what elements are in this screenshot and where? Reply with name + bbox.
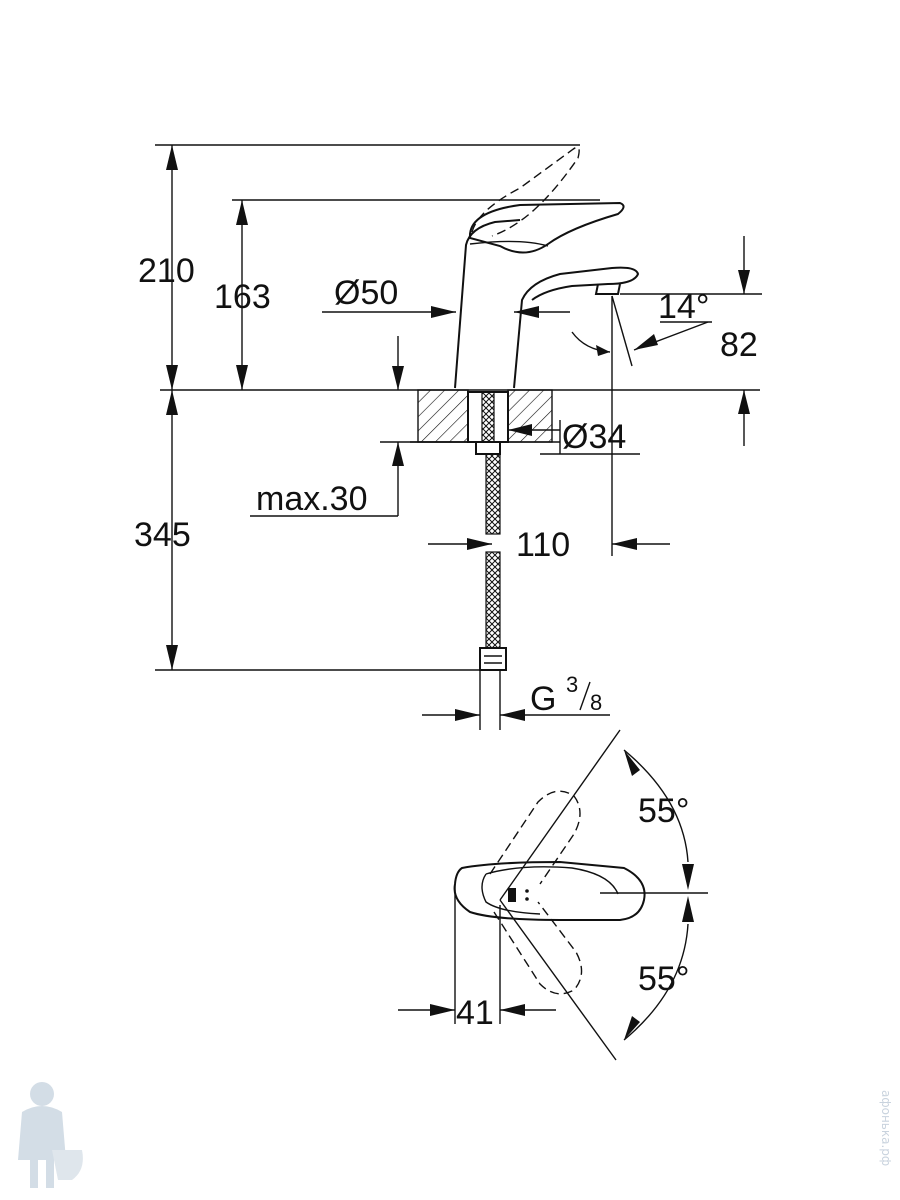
top-view: 55° 55° 41	[398, 729, 708, 1061]
label-lever-angle-bottom: 55°	[638, 960, 689, 998]
dim-connection-thread: G 3 8	[422, 672, 610, 721]
lever-rotated-down	[493, 901, 583, 995]
label-spout-reach: 110	[516, 526, 570, 564]
side-view: 210 163 Ø50 14°	[134, 144, 762, 730]
dim-height-spout: 163	[214, 199, 600, 390]
label-body-diameter: Ø50	[334, 274, 398, 312]
dim-lever-offset: 41	[398, 884, 556, 1032]
watermark-text: афонька.рф	[879, 1090, 893, 1166]
label-spout-clearance: 82	[720, 326, 758, 364]
label-hose-length: 345	[134, 516, 191, 554]
flexible-hose	[479, 453, 507, 730]
lever-raised-outline	[471, 146, 580, 237]
label-connection-prefix: G	[530, 680, 556, 718]
label-lever-offset: 41	[456, 994, 494, 1032]
dim-spout-reach: 110	[428, 526, 670, 564]
dim-lever-angle-top: 55°	[623, 749, 694, 890]
dim-hole-diameter: Ø34	[508, 418, 640, 456]
indicator-mark	[508, 888, 516, 902]
faucet-body	[454, 201, 640, 389]
dim-height-total: 210	[138, 144, 580, 390]
label-lever-angle-top: 55°	[638, 792, 689, 830]
label-height-total: 210	[138, 252, 195, 290]
dim-spout-clearance: 82	[620, 236, 762, 446]
dim-spout-angle: 14°	[633, 288, 712, 351]
mounting-nut	[467, 391, 509, 455]
dim-lever-angle-bottom: 55°	[623, 896, 694, 1041]
label-connection-den: 8	[590, 690, 602, 715]
plumber-mascot-logo	[18, 1082, 83, 1188]
dim-max-thickness: max.30	[250, 336, 470, 518]
label-height-spout: 163	[214, 278, 271, 316]
dim-hose-length: 345	[134, 390, 482, 671]
label-hole-diameter: Ø34	[562, 418, 626, 456]
dim-body-diameter: Ø50	[322, 274, 570, 318]
label-max-thickness: max.30	[256, 480, 368, 518]
label-connection-num: 3	[566, 672, 578, 697]
